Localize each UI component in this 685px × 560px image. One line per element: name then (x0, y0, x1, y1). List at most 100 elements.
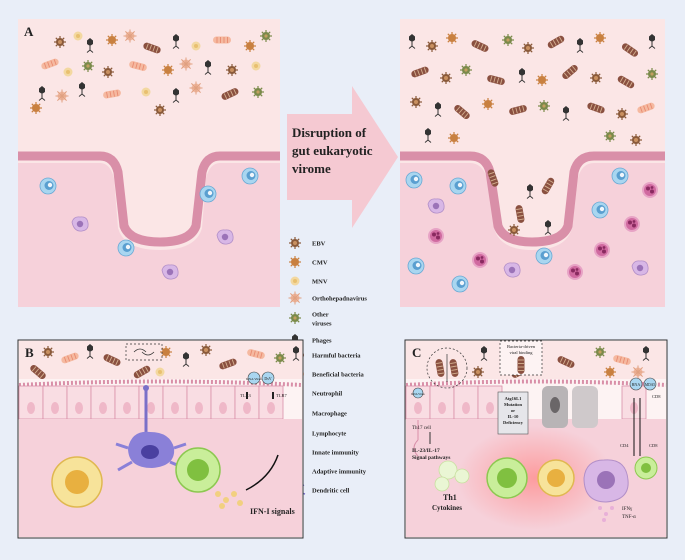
legend-label: MNV (312, 279, 328, 286)
atg-line-4: IL-10 (508, 414, 520, 419)
ifn-signals-label: IFN-I signals (250, 507, 295, 516)
legend-label: Innate immunity (312, 450, 360, 457)
panel-c-epithelium (405, 385, 647, 420)
legend-label: Lymphocyte (312, 431, 346, 438)
rna-virus-label: RNA Virus (246, 377, 262, 381)
epithelial-nucleus (462, 402, 470, 414)
dsdna-label: DsV (264, 376, 271, 381)
epithelial-nucleus (438, 402, 446, 414)
panel-b-dendritic-cell (115, 385, 187, 472)
panel-c-gray-nucleus (550, 397, 560, 413)
legend-label: Orthohepadnavirus (312, 296, 367, 303)
panel-c-inflammation-glow (457, 426, 613, 530)
epithelial-nucleus (123, 402, 131, 414)
epithelial-nucleus (171, 402, 179, 414)
panel-c-zoom-circle (426, 347, 468, 389)
legend-label: viruses (312, 321, 332, 328)
rna-virus-bubble (247, 371, 261, 385)
panel-c: C Bacteria-driven viral binding Atg16L1 … (404, 339, 668, 539)
bacteria-box-line-1: Bacteria-driven (507, 344, 536, 349)
panel-b-signal-dots (215, 491, 243, 509)
arrow-line-1: Disruption of (292, 125, 367, 140)
ebv-icon (288, 236, 302, 250)
panel-b: B RNA Virus DsV TLR3 TLR7 (17, 339, 304, 539)
panel-c-rna-bubble (629, 377, 643, 391)
tlr7-receptor (272, 392, 274, 399)
panel-c-cd8-label: CD8 (649, 443, 658, 448)
epithelial-nucleus (75, 402, 83, 414)
il-pathway-line-1: IL-23/IL-17 (412, 448, 440, 454)
epithelial-nucleus (99, 402, 107, 414)
panel-c-th17-label: Th17 cell (412, 426, 432, 431)
th1-cytokines-label: Cytokines (432, 504, 462, 512)
panel-b-signal-arrow (245, 454, 279, 491)
legend-item: Neutrophil (287, 385, 342, 401)
epithelial-nucleus (195, 402, 203, 414)
legend-label: Other (312, 312, 329, 319)
panel-c-mda5-bubble (643, 377, 657, 391)
epithelial-nucleus (267, 402, 275, 414)
bacteria-box-line-2: viral binding (509, 350, 533, 355)
panel-c-cd8-top-label: CD8 (652, 394, 661, 399)
legend-label: Macrophage (312, 411, 347, 418)
panel-b-villi (18, 379, 303, 387)
legend-label: Dendritic cell (312, 488, 350, 495)
panel-c-gray-cell-2 (572, 386, 598, 428)
legend-item: Orthohepadnavirus (288, 291, 367, 305)
disrupted-mucosa (400, 151, 665, 247)
panel-b-exchange-box (125, 343, 163, 361)
tlr3-label: TLR3 (240, 393, 251, 398)
dsdna-bubble (261, 371, 275, 385)
epithelial-nucleus (243, 402, 251, 414)
panel-b-letter: B (25, 345, 34, 360)
atg-line-3: or (511, 408, 515, 413)
legend-label: EBV (312, 241, 326, 248)
legend-label: CMV (312, 260, 328, 267)
legend-label: Adaptive immunity (312, 469, 367, 476)
panel-c-rna-virus-bubble (412, 387, 424, 399)
panel-b-epithelium (18, 385, 284, 420)
panel-c-letter: C (412, 345, 421, 360)
panel-b-receptors: RNA Virus DsV TLR3 TLR7 (240, 371, 287, 399)
panel-b-exchange-icon (133, 348, 155, 356)
panel-a: A (18, 19, 280, 307)
disrupted-tissue (400, 163, 665, 307)
panel-c-cytokine-dots (598, 506, 614, 522)
mnv-icon (290, 276, 300, 286)
atg-line-1: Atg16L1 (505, 396, 522, 401)
legend-item: Macrophage (286, 405, 347, 421)
legend-item: EBV (288, 236, 326, 250)
panel-c-mda5-label: MDA5 (645, 383, 655, 387)
arrow-line-3: virome (292, 161, 331, 176)
panel-a-disrupted (400, 19, 665, 307)
tlr3-receptor (246, 392, 248, 399)
panel-c-tnf-alpha-label: TNF-α (622, 515, 636, 520)
other-virus-icon (288, 311, 302, 325)
epithelial-nucleus (219, 402, 227, 414)
legend-item: MNV (290, 276, 328, 286)
atg-line-2: Mutation (504, 402, 522, 407)
panel-c-villi (405, 379, 667, 387)
legend-label: Beneficial bacteria (312, 372, 365, 379)
cmv-icon (288, 255, 302, 269)
panel-a-letter: A (24, 24, 34, 39)
panel-b-innate-nucleus (65, 470, 89, 494)
atg16l1-box (497, 391, 529, 435)
legend-label: Neutrophil (312, 391, 342, 398)
panel-c-rna-virus-label: RNA Virus (411, 392, 425, 396)
legend-item: Lymphocyte (286, 424, 346, 442)
panel-c-ifn-gamma-label: IFNγ (622, 507, 633, 512)
arrow-line-2: gut eukaryotic (292, 143, 373, 158)
legend-item: Dendritic cell (285, 483, 350, 500)
panel-c-cd4-label: CD4 (620, 443, 629, 448)
il-pathway-line-2: Signal pathways (412, 455, 450, 461)
legend-item: Harmful bacteria (285, 351, 361, 360)
panel-a-mucosa (18, 151, 280, 247)
epithelial-nucleus (486, 402, 494, 414)
epithelial-nucleus (414, 402, 422, 414)
legend-item: Other viruses (288, 311, 332, 328)
legend-item: CMV (288, 255, 328, 269)
atg-line-5: Deficiency (503, 420, 524, 425)
